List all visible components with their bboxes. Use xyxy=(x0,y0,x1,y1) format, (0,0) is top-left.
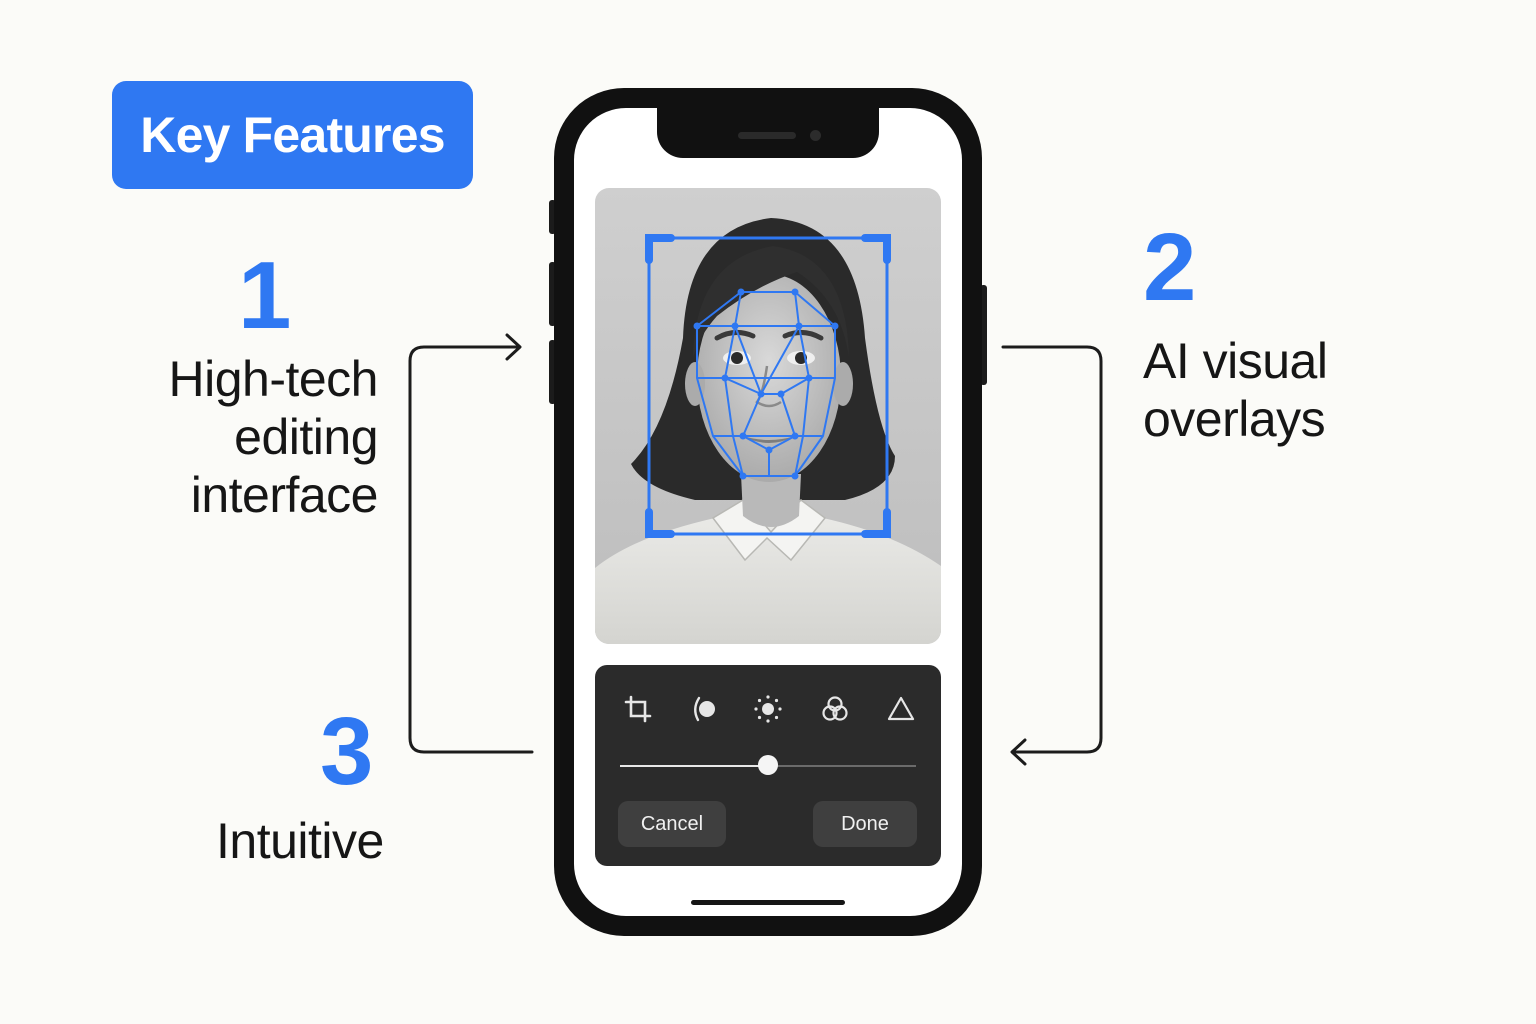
front-camera xyxy=(810,130,821,141)
right-loop-connector xyxy=(1001,345,1103,754)
feature-label-1: High-tech editing interface xyxy=(169,350,379,524)
shape-tool-button[interactable] xyxy=(881,689,921,729)
triangle-icon xyxy=(887,696,915,721)
speaker-grille xyxy=(738,132,796,139)
color-filters-icon xyxy=(822,696,848,721)
retouch-icon xyxy=(694,696,715,722)
phone-frame: Cancel Done xyxy=(554,88,982,936)
brightness-tool-button[interactable] xyxy=(748,689,788,729)
feature-label-2-line: overlays xyxy=(1143,391,1326,447)
feature-label-3: Intuitive xyxy=(216,812,384,870)
feature-label-1-line: editing xyxy=(234,409,378,465)
feature-label-1-line: High-tech xyxy=(168,351,379,407)
slider-thumb[interactable] xyxy=(758,755,778,775)
right-arrowhead xyxy=(1010,738,1027,766)
key-features-badge: Key Features xyxy=(112,81,473,189)
left-loop-connector xyxy=(408,345,534,754)
left-arrowhead xyxy=(505,333,522,361)
volume-down-button xyxy=(549,340,556,404)
slider-fill xyxy=(620,765,768,767)
editing-toolbar: Cancel Done xyxy=(595,665,941,866)
feature-number-2: 2 xyxy=(1143,214,1197,321)
feature-label-1-line: interface xyxy=(190,467,379,523)
brightness-icon xyxy=(754,695,782,723)
feature-number-1: 1 xyxy=(238,242,292,349)
crop-tool-button[interactable] xyxy=(618,689,658,729)
portrait-photo[interactable] xyxy=(595,188,941,644)
feature-label-3-line: Intuitive xyxy=(216,813,384,869)
feature-label-2: AI visual overlays xyxy=(1143,332,1328,448)
home-indicator[interactable] xyxy=(691,900,845,905)
mute-switch xyxy=(549,200,556,234)
cancel-button[interactable]: Cancel xyxy=(618,801,726,847)
crop-icon xyxy=(624,695,652,723)
power-button xyxy=(980,285,987,385)
done-button[interactable]: Done xyxy=(813,801,917,847)
adjustment-slider[interactable] xyxy=(620,755,916,775)
retouch-tool-button[interactable] xyxy=(685,689,725,729)
phone-screen: Cancel Done xyxy=(574,108,962,916)
filters-tool-button[interactable] xyxy=(815,689,855,729)
notch xyxy=(657,108,879,158)
feature-label-2-line: AI visual xyxy=(1143,333,1328,389)
feature-number-3: 3 xyxy=(320,698,374,805)
portrait-with-face-mesh xyxy=(595,188,941,644)
volume-up-button xyxy=(549,262,556,326)
